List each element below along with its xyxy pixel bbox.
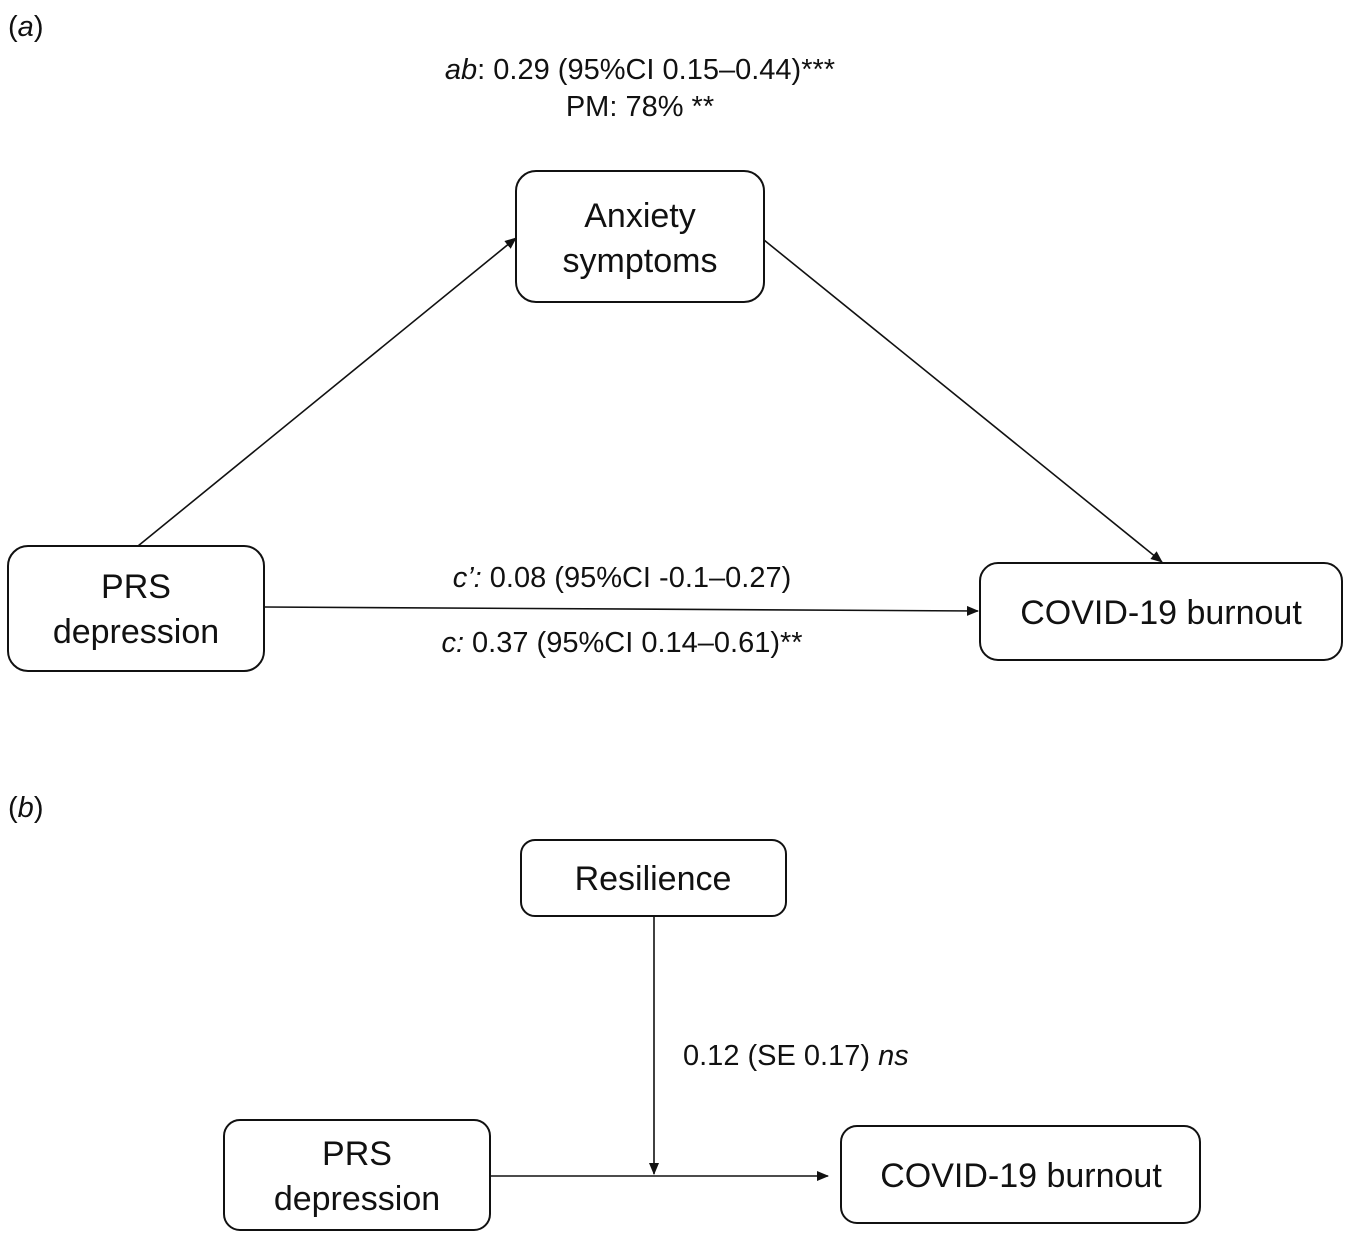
edge-anxiety-to-burnout-arrow bbox=[763, 239, 1163, 563]
direct-effect-label: c’: 0.08 (95%CI -0.1–0.27) bbox=[453, 562, 792, 594]
node-resilience-box bbox=[520, 839, 787, 917]
node-covid-burnout-b-label: COVID-19 burnout bbox=[880, 1157, 1162, 1195]
node-covid-burnout-a: COVID-19 burnout bbox=[979, 562, 1343, 661]
node-anxiety-symptoms-box bbox=[515, 170, 765, 303]
edge-prs-to-anxiety-arrow bbox=[137, 237, 517, 547]
node-prs-depression-b: PRS depression bbox=[223, 1119, 491, 1231]
node-anxiety-symptoms-line1: Anxiety bbox=[584, 197, 696, 235]
node-prs-depression-b-box bbox=[223, 1119, 491, 1231]
node-covid-burnout-a-label: COVID-19 burnout bbox=[1020, 594, 1302, 632]
panel-a-label: (a) bbox=[8, 11, 43, 43]
edge-prs-to-burnout-arrow bbox=[263, 605, 979, 616]
node-anxiety-symptoms-line2: symptoms bbox=[563, 242, 718, 280]
panel-b: (b) Resilience PRS depression COVID-19 b… bbox=[8, 792, 1201, 1231]
node-resilience: Resilience bbox=[520, 839, 787, 917]
node-prs-depression-b-line1: PRS bbox=[322, 1135, 392, 1173]
node-prs-depression-a-box bbox=[7, 545, 265, 672]
node-prs-depression-b-line2: depression bbox=[274, 1180, 440, 1218]
panel-b-label: (b) bbox=[8, 792, 43, 824]
node-covid-burnout-a-box bbox=[979, 562, 1343, 661]
node-covid-burnout-b: COVID-19 burnout bbox=[840, 1125, 1201, 1224]
node-prs-depression-a: PRS depression bbox=[7, 545, 265, 672]
node-resilience-label: Resilience bbox=[575, 860, 732, 898]
node-prs-depression-a-line2: depression bbox=[53, 613, 219, 651]
panel-a: (a) ab: 0.29 (95%CI 0.15–0.44)*** PM: 78… bbox=[7, 11, 1343, 672]
node-covid-burnout-b-box bbox=[840, 1125, 1201, 1224]
moderation-effect-label: 0.12 (SE 0.17) ns bbox=[683, 1040, 909, 1072]
node-prs-depression-a-line1: PRS bbox=[101, 568, 171, 606]
indirect-effect-label: ab: 0.29 (95%CI 0.15–0.44)*** bbox=[445, 54, 835, 86]
total-effect-label: c: 0.37 (95%CI 0.14–0.61)** bbox=[441, 627, 802, 659]
node-anxiety-symptoms: Anxiety symptoms bbox=[515, 170, 765, 303]
proportion-mediated-label: PM: 78% ** bbox=[566, 91, 714, 123]
